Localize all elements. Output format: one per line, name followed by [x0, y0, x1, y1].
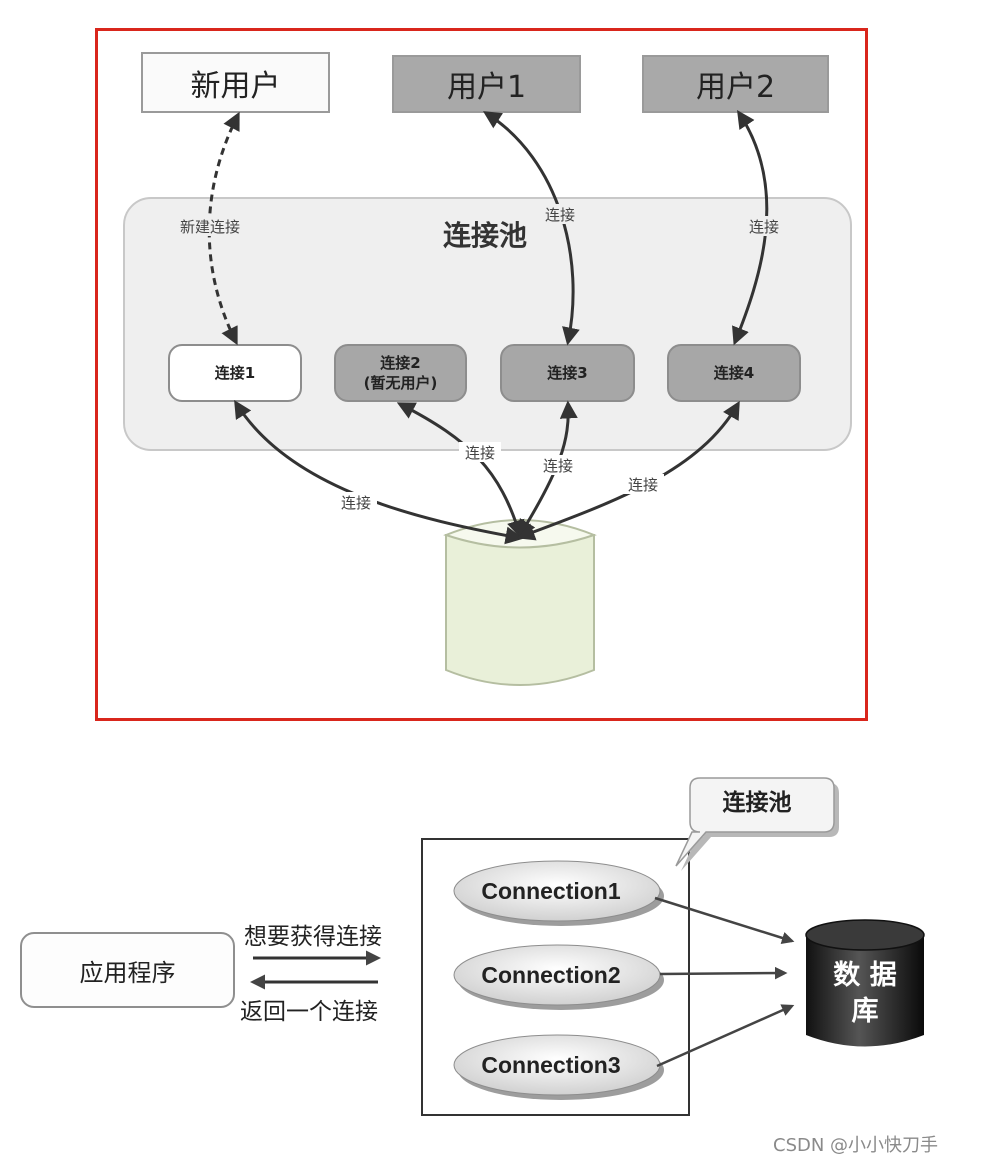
label-user1-link: 连接: [545, 206, 575, 224]
connection2-box: 连接2 (暂无用户): [334, 344, 467, 402]
connection1-ellipse: [453, 860, 661, 922]
top-diagram-frame: [95, 28, 868, 721]
bottom-database-cylinder: [805, 919, 925, 1047]
top-arrows: [207, 109, 769, 545]
connection1-label: 连接1: [214, 364, 256, 382]
label-db-c1: 连接: [341, 494, 371, 512]
top-database-cylinder: [443, 519, 597, 686]
user1-box: 用户1: [392, 55, 581, 113]
connection3-ellipse-label: Connection3: [481, 1052, 620, 1078]
return-connection-label: 返回一个连接: [240, 999, 378, 1025]
connection1-ellipse-label: Connection1: [481, 878, 620, 904]
bottom-pool-frame: [421, 838, 690, 1116]
watermark: CSDN @小小快刀手: [773, 1135, 939, 1156]
connection2-status: (暂无用户): [363, 374, 438, 392]
pool-bubble-label: 连接池: [722, 790, 792, 816]
bottom-db-arrows: [654, 896, 795, 1068]
label-db-c4: 连接: [628, 476, 658, 494]
connection1-box: 连接1: [168, 344, 302, 402]
pool-speech-bubble: [675, 777, 839, 871]
arrow-user1-to-c3: [482, 111, 580, 346]
database-label-line2: 库: [851, 996, 879, 1027]
application-box: 应用程序: [20, 932, 235, 1008]
connection3-label: 连接3: [547, 364, 588, 382]
label-new-connection: 新建连接: [180, 218, 240, 236]
arrow-new-user-to-c1: [207, 111, 240, 346]
bottom-connections: Connection1 Connection2 Connection3: [453, 860, 664, 1100]
database-label-line1: 数 据: [833, 960, 897, 991]
user2-box: 用户2: [642, 55, 829, 113]
label-db-c2: 连接: [465, 444, 495, 462]
app-arrows: [250, 950, 381, 990]
label-user2-link: 连接: [749, 218, 779, 236]
connection2-ellipse: [453, 944, 661, 1006]
arrow-db-to-c1: [234, 399, 524, 545]
connection4-label: 连接4: [713, 364, 755, 382]
top-edge-labels: 新建连接 连接 连接 连接 连接 连接 连接: [168, 204, 784, 512]
connection2-label: 连接2: [380, 354, 421, 372]
request-connection-label: 想要获得连接: [244, 924, 382, 950]
connection2-ellipse-label: Connection2: [481, 962, 620, 988]
label-db-c3: 连接: [543, 457, 573, 475]
database-label: 数 据 库: [806, 958, 924, 1030]
